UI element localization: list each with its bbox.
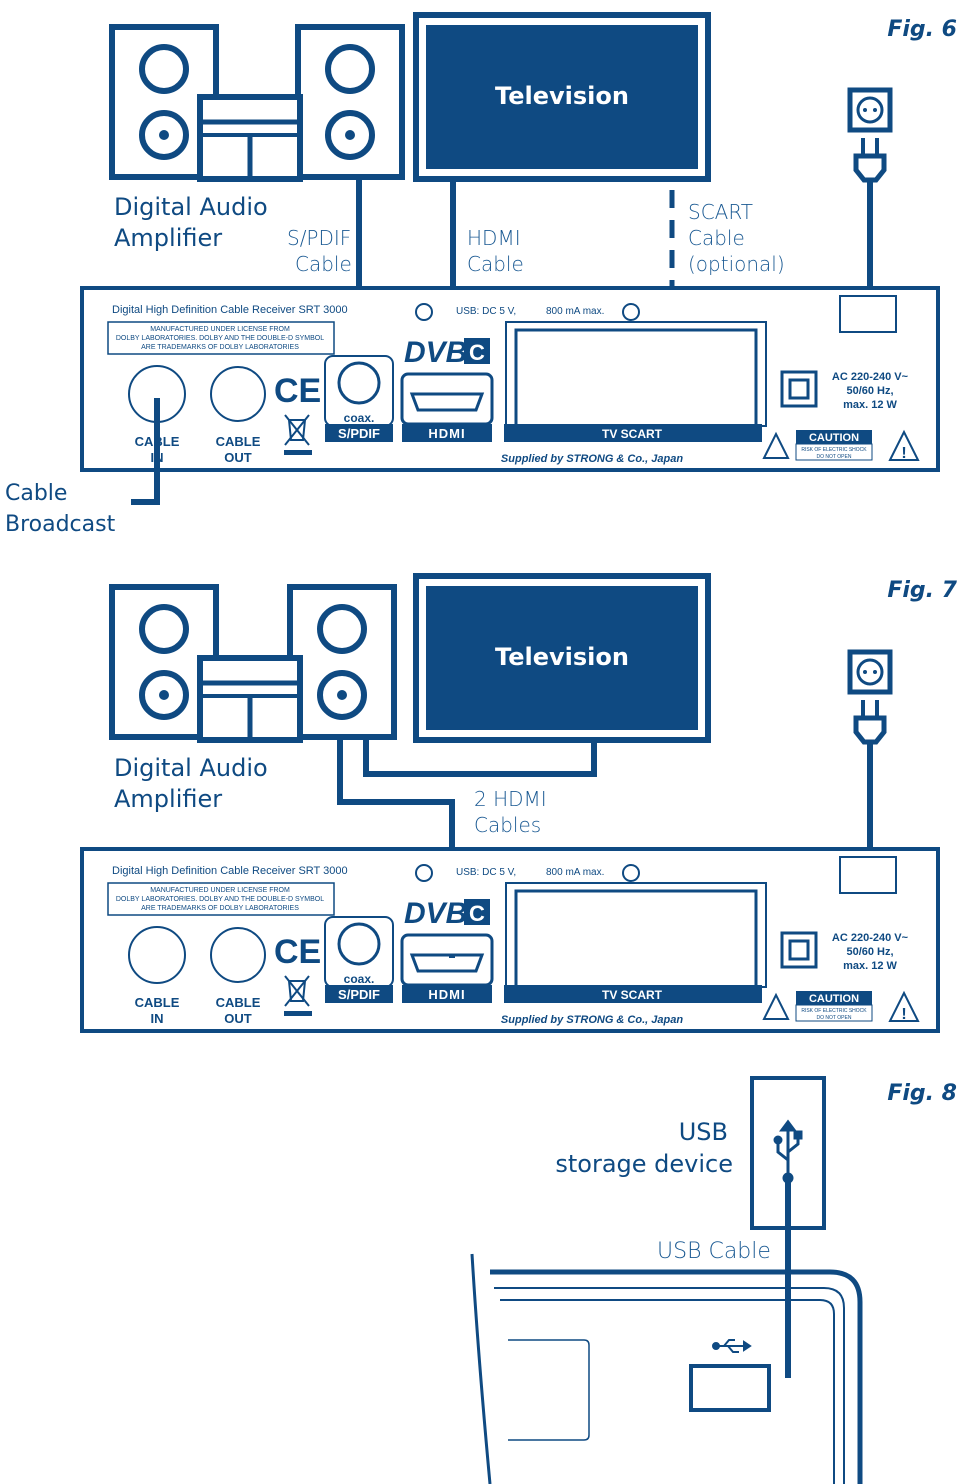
- license-line-2: DOLBY LABORATORIES. DOLBY AND THE DOUBLE…: [116, 335, 324, 342]
- broadcast-label-2: Broadcast: [5, 512, 116, 537]
- cable-out-label-1: CABLE: [216, 434, 261, 449]
- right-speaker: [298, 27, 402, 177]
- dvb-c-logo: C: [469, 901, 485, 926]
- figure-7: Television Digital Audio Amplifier 2 HDM…: [80, 573, 958, 1033]
- amplifier-unit: [200, 658, 300, 740]
- broadcast-cable: [131, 398, 160, 505]
- spdif-label-1: S/PDIF: [287, 226, 351, 250]
- hdmi-cables-label-2: Cables: [474, 813, 541, 837]
- receiver-rear-panel: Digital High Definition Cable Receiver S…: [80, 847, 940, 1033]
- dvb-logo: DVB: [404, 897, 467, 930]
- usb-port[interactable]: [689, 1364, 771, 1412]
- caution-sub-1: RISK OF ELECTRIC SHOCK: [801, 447, 867, 453]
- receiver-rear-panel: Digital High Definition Cable Receiver S…: [80, 286, 940, 472]
- coax-label: coax.: [344, 972, 375, 986]
- license-line-3: ARE TRADEMARKS OF DOLBY LABORATORIES: [141, 905, 299, 912]
- hdmi-label-1: HDMI: [467, 226, 521, 250]
- spdif-port-label: S/PDIF: [338, 987, 380, 1002]
- usb-port-icon: [712, 1339, 752, 1353]
- power-line-3: max. 12 W: [843, 960, 897, 972]
- power-plug-icon: [850, 652, 890, 742]
- amplifier-label-2: Amplifier: [114, 785, 222, 813]
- cable-out-label-2: OUT: [224, 450, 252, 465]
- scart-label-3: (optional): [688, 252, 785, 276]
- spdif-port-label: S/PDIF: [338, 426, 380, 441]
- license-line-1: MANUFACTURED UNDER LICENSE FROM: [150, 326, 290, 333]
- caution-sub-2: DO NOT OPEN: [817, 1015, 852, 1021]
- power-line-1: AC 220-240 V~: [832, 371, 909, 383]
- hdmi-port-label: HDMI: [428, 426, 465, 441]
- usb-current: 800 mA max.: [546, 306, 604, 317]
- hdmi-cables-label-1: 2 HDMI: [474, 787, 547, 811]
- tv-screen: [426, 25, 698, 169]
- caution-label: CAUTION: [809, 432, 859, 444]
- supplier-text: Supplied by STRONG & Co., Japan: [501, 453, 683, 465]
- power-line-2: 50/60 Hz,: [846, 946, 893, 958]
- figure-6: Television Digital Audio Amplifier S/PDI…: [5, 12, 957, 537]
- figure-8: Fig. 8 USB storage device USB Cable: [470, 1076, 957, 1484]
- amplifier-unit: [200, 97, 300, 179]
- caution-label: CAUTION: [809, 993, 859, 1005]
- cable-in-label-1: CABLE: [135, 995, 180, 1010]
- caution-sub-2: DO NOT OPEN: [817, 454, 852, 460]
- ce-mark: CE: [274, 933, 321, 971]
- svg-text:!: !: [901, 445, 906, 462]
- dvb-c-logo: C: [469, 340, 485, 365]
- broadcast-label-1: Cable: [5, 481, 67, 506]
- amplifier-label-1: Digital Audio: [114, 193, 268, 221]
- figure-label: Fig. 6: [887, 17, 957, 42]
- svg-text:!: !: [901, 1006, 906, 1023]
- supplier-text: Supplied by STRONG & Co., Japan: [501, 1014, 683, 1026]
- usb-device-label-1: USB: [679, 1118, 728, 1146]
- cable-out-label-1: CABLE: [216, 995, 261, 1010]
- usb-spec: USB: DC 5 V,: [456, 867, 516, 878]
- hdmi-cable-tv: [363, 738, 597, 777]
- caution-sub-1: RISK OF ELECTRIC SHOCK: [801, 1008, 867, 1014]
- tv-screen: [426, 586, 698, 730]
- usb-current: 800 mA max.: [546, 867, 604, 878]
- usb-cable-label: USB Cable: [657, 1239, 771, 1264]
- license-line-2: DOLBY LABORATORIES. DOLBY AND THE DOUBLE…: [116, 896, 324, 903]
- hdmi-label-2: Cable: [467, 252, 524, 276]
- tv-scart-label: TV SCART: [602, 427, 663, 441]
- ce-mark: CE: [274, 372, 321, 410]
- hdmi-port-label: HDMI: [428, 987, 465, 1002]
- power-line-2: 50/60 Hz,: [846, 385, 893, 397]
- spdif-label-2: Cable: [295, 252, 352, 276]
- power-plug-icon: [850, 90, 890, 180]
- tv-label: Television: [495, 82, 629, 110]
- license-line-3: ARE TRADEMARKS OF DOLBY LABORATORIES: [141, 344, 299, 351]
- right-speaker: [290, 587, 394, 737]
- tv-label: Television: [495, 643, 629, 671]
- scart-label-1: SCART: [688, 200, 753, 224]
- power-line-1: AC 220-240 V~: [832, 932, 909, 944]
- usb-spec: USB: DC 5 V,: [456, 306, 516, 317]
- tv-scart-label: TV SCART: [602, 988, 663, 1002]
- usb-device-label-2: storage device: [555, 1150, 733, 1178]
- scart-label-2: Cable: [688, 226, 745, 250]
- dvb-logo: DVB: [404, 336, 467, 369]
- model-text: Digital High Definition Cable Receiver S…: [112, 304, 348, 316]
- cable-out-label-2: OUT: [224, 1011, 252, 1026]
- figure-label: Fig. 7: [887, 578, 957, 603]
- amplifier-label-2: Amplifier: [114, 224, 222, 252]
- amplifier-label-1: Digital Audio: [114, 754, 268, 782]
- cable-in-label-2: IN: [151, 1011, 164, 1026]
- receiver-front: [490, 1269, 863, 1484]
- model-text: Digital High Definition Cable Receiver S…: [112, 865, 348, 877]
- license-line-1: MANUFACTURED UNDER LICENSE FROM: [150, 887, 290, 894]
- coax-label: coax.: [344, 411, 375, 425]
- figure-label: Fig. 8: [887, 1081, 957, 1106]
- power-line-3: max. 12 W: [843, 399, 897, 411]
